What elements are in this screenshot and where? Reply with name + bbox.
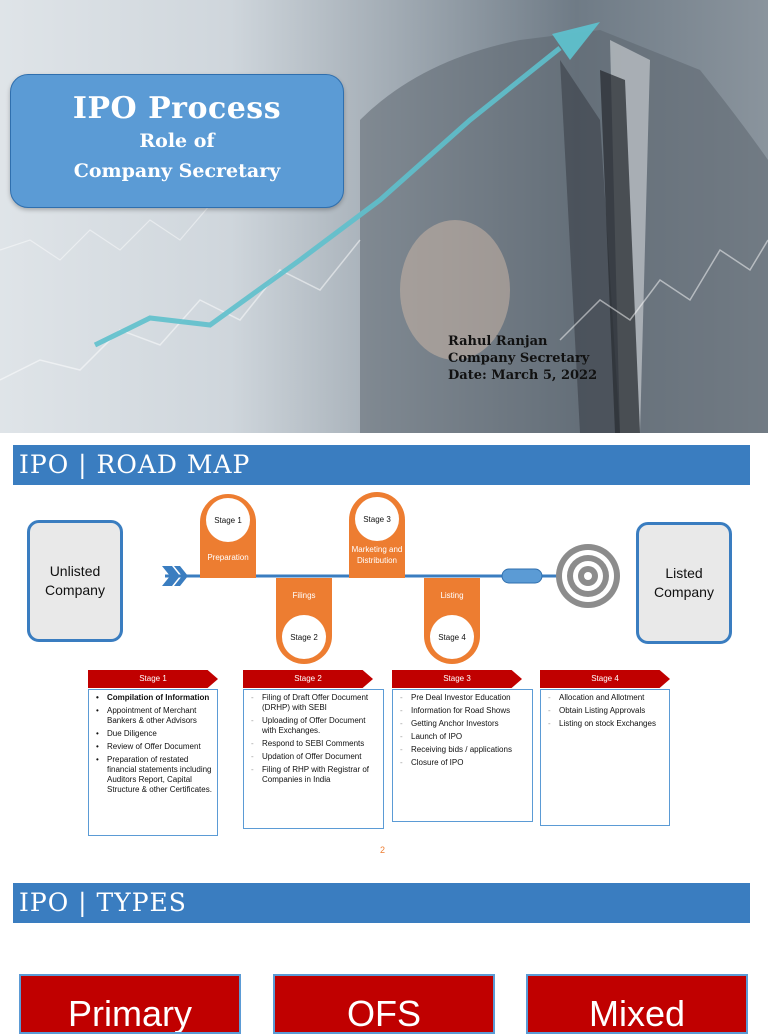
list-item: Updation of Offer Document	[248, 752, 379, 762]
stage-1-header: Stage 1	[88, 670, 218, 688]
subtitle-line-1: Role of	[139, 130, 215, 152]
unlisted-label-2: Company	[45, 582, 105, 598]
milestone-label: Preparation	[207, 553, 249, 562]
milestone-circle: Stage 4	[430, 615, 474, 659]
stage-2-header: Stage 2	[243, 670, 373, 688]
list-item: Filing of Draft Offer Document (DRHP) wi…	[248, 693, 379, 713]
milestone-label: Filings	[292, 591, 316, 600]
list-item: Compilation of Information	[93, 693, 213, 703]
author-role: Company Secretary	[448, 351, 590, 366]
listed-label-2: Company	[654, 584, 714, 600]
milestone-circle: Stage 1	[206, 498, 250, 542]
presentation-title: IPO Process	[72, 91, 282, 126]
stage-1-list: Compilation of Information Appointment o…	[88, 689, 218, 836]
list-item: Filing of RHP with Registrar of Companie…	[248, 765, 379, 785]
stage-4-header: Stage 4	[540, 670, 670, 688]
presentation-date: Date: March 5, 2022	[448, 368, 598, 383]
list-item: Respond to SEBI Comments	[248, 739, 379, 749]
subtitle-line-2: Company Secretary	[73, 160, 281, 182]
list-item: Launch of IPO	[397, 732, 528, 742]
type-ofs-box: OFS	[273, 974, 495, 1034]
list-item: Obtain Listing Approvals	[545, 706, 665, 716]
stage-2-list: Filing of Draft Offer Document (DRHP) wi…	[243, 689, 384, 829]
page-number: 2	[380, 845, 386, 855]
list-item: Pre Deal Investor Education	[397, 693, 528, 703]
list-item: Information for Road Shows	[397, 706, 528, 716]
roadmap-timeline	[162, 544, 620, 608]
stage-3-list: Pre Deal Investor Education Information …	[392, 689, 533, 822]
list-item: Closure of IPO	[397, 758, 528, 768]
milestone-circle: Stage 3	[355, 497, 399, 541]
list-item: Review of Offer Document	[93, 742, 213, 752]
list-item: Receiving bids / applications	[397, 745, 528, 755]
list-item: Listing on stock Exchanges	[545, 719, 665, 729]
listed-label: Listed	[665, 565, 703, 581]
list-item: Uploading of Offer Document with Exchang…	[248, 716, 379, 736]
unlisted-label: Unlisted	[49, 563, 101, 579]
milestone-label: Listing	[440, 591, 464, 600]
title-box: IPO Process Role of Company Secretary	[10, 74, 344, 208]
list-item: Appointment of Merchant Bankers & other …	[93, 706, 213, 726]
milestone-circle: Stage 2	[282, 615, 326, 659]
milestone-label: Marketing and Distribution	[351, 545, 403, 565]
type-mixed-box: Mixed	[526, 974, 748, 1034]
list-item: Preparation of restated financial statem…	[93, 755, 213, 795]
list-item: Getting Anchor Investors	[397, 719, 528, 729]
list-item: Allocation and Allotment	[545, 693, 665, 703]
stage-3-header: Stage 3	[392, 670, 522, 688]
type-primary-box: Primary	[19, 974, 241, 1034]
author-block: Rahul Ranjan Company Secretary Date: Mar…	[448, 333, 597, 384]
title-slide: IPO Process Role of Company Secretary Ra…	[0, 0, 768, 433]
types-title: IPO | TYPES	[13, 883, 750, 923]
background-chart-graphic	[0, 22, 768, 433]
list-item: Due Diligence	[93, 729, 213, 739]
author-name: Rahul Ranjan	[448, 334, 548, 349]
roadmap-title: IPO | ROAD MAP	[13, 445, 750, 485]
stage-4-list: Allocation and Allotment Obtain Listing …	[540, 689, 670, 826]
